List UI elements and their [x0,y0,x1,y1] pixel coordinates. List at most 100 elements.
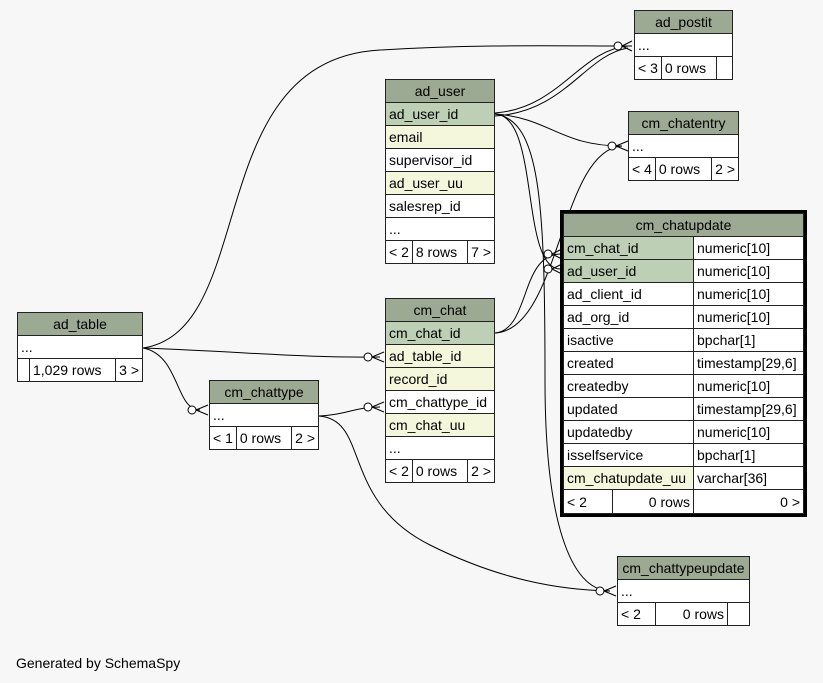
crowfoot [621,40,633,52]
column-row: ... [634,33,733,57]
edge-end-circle [613,41,623,51]
stat-children: 0 > [693,489,804,514]
crowfoot [371,351,385,363]
edge-ad-user-ad-postit-b [494,47,629,117]
column-row: salesrep_id [385,194,495,218]
stat-rows: 0 rows [648,493,690,510]
crowfoot [615,140,629,152]
stat-rows: 0 rows [655,602,728,626]
edge-ad-table-cm-chat [142,347,381,358]
crowfoot [551,263,563,275]
column-name: ad_org_id [563,305,694,329]
table-title: cm_chatupdate [563,213,804,237]
column-type: bpchar[1] [693,328,804,352]
column-row: ... [385,217,495,241]
stat-children [727,602,750,626]
stat-rows: 8 rows [411,240,469,264]
column-type: numeric[10] [693,420,804,444]
column-row: ... [628,134,739,158]
column-name: ad_user_id [563,259,694,283]
stat-parents: < 2 [385,459,413,483]
column-type: numeric[10] [693,236,804,260]
edge-ad-user-cm-chattypeupdate [494,113,611,592]
edge-ad-user-cm-chatupdate [494,113,561,270]
edge-ad-user-cm-chatentry [494,113,623,147]
crowfoot [551,248,563,260]
stat-rows: 0 rows [411,459,469,483]
table-title: cm_chattypeupdate [617,556,750,580]
table-title: cm_chatentry [628,111,739,135]
column-name: updated [563,397,694,421]
stat-parents: < 2 [564,490,613,513]
column-row: ... [209,403,319,427]
edge-end-circle [607,141,617,151]
stat-children: 7 > [467,240,495,264]
stat-children: 2 > [291,426,319,450]
crowfoot [195,404,209,416]
stat-parents: < 3 [634,56,662,80]
column-name: isselfservice [563,443,694,467]
stat-rows: 0 rows [654,157,713,181]
column-row: ... [17,335,143,359]
column-type: numeric[10] [693,374,804,398]
edge-end-circle [543,264,553,274]
column-name: isactive [563,328,694,352]
column-name: cm_chatupdate_uu [563,466,694,490]
stat-parents [17,358,30,382]
edge-end-circle [363,402,373,412]
generated-by-footer: Generated by SchemaSpy [16,655,181,671]
stat-parents: < 2 [385,240,413,264]
column-row: record_id [385,367,495,391]
stat-rows: 0 rows [660,56,718,80]
column-type: timestamp[29,6] [693,397,804,421]
edge-ad-user-ad-postit-a [494,45,629,114]
edge-end-circle [595,586,605,596]
edge-ad-table-cm-chattype [142,347,201,411]
stat-children: 3 > [115,358,143,382]
table-ad-table[interactable]: ad_table ... 1,029 rows 3 > [17,312,143,382]
column-name: cm_chat_id [563,236,694,260]
column-row: ad_user_uu [385,171,495,195]
column-type: bpchar[1] [693,443,804,467]
column-row: cm_chat_id [385,321,495,345]
edge-cm-chattype-cm-chat [318,406,381,417]
column-name: updatedby [563,420,694,444]
column-row: ... [617,579,750,603]
stat-parents: < 4 [628,157,656,181]
column-type: numeric[10] [693,305,804,329]
stat-children [716,56,733,80]
table-title: cm_chat [385,298,495,322]
column-name: ad_client_id [563,282,694,306]
column-row: supervisor_id [385,148,495,172]
column-name: createdby [563,374,694,398]
column-type: varchar[36] [693,466,804,490]
column-row: ... [385,436,495,460]
table-cm-chattypeupdate[interactable]: cm_chattypeupdate ... < 2 0 rows [617,556,750,626]
table-title: ad_user [385,79,495,103]
table-title: ad_postit [634,10,733,34]
table-ad-postit[interactable]: ad_postit ... < 3 0 rows [634,10,733,80]
table-cm-chatentry[interactable]: cm_chatentry ... < 4 0 rows 2 > [628,111,739,181]
column-row: cm_chat_uu [385,413,495,437]
column-type: numeric[10] [693,282,804,306]
table-cm-chat[interactable]: cm_chat cm_chat_id ad_table_id record_id… [385,298,495,483]
edge-cm-chattype-cm-chattypeupdate [318,415,611,592]
edge-end-circle [363,352,373,362]
table-title: ad_table [17,312,143,336]
table-cm-chattype[interactable]: cm_chattype ... < 1 0 rows 2 > [209,380,319,450]
column-type: numeric[10] [693,259,804,283]
table-ad-user[interactable]: ad_user ad_user_id email supervisor_id a… [385,79,495,264]
column-row: ad_user_id [385,102,495,126]
edge-end-circle [187,405,197,415]
stat-parents: < 2 [617,602,656,626]
edge-end-circle [543,249,553,259]
crowfoot [371,401,385,413]
column-type: timestamp[29,6] [693,351,804,375]
edge-cm-chat-cm-chatentry [494,145,623,334]
stat-children: 2 > [711,157,739,181]
column-row: ad_table_id [385,344,495,368]
edge-ad-table-ad-postit [142,45,629,349]
stat-children: 2 > [467,459,495,483]
